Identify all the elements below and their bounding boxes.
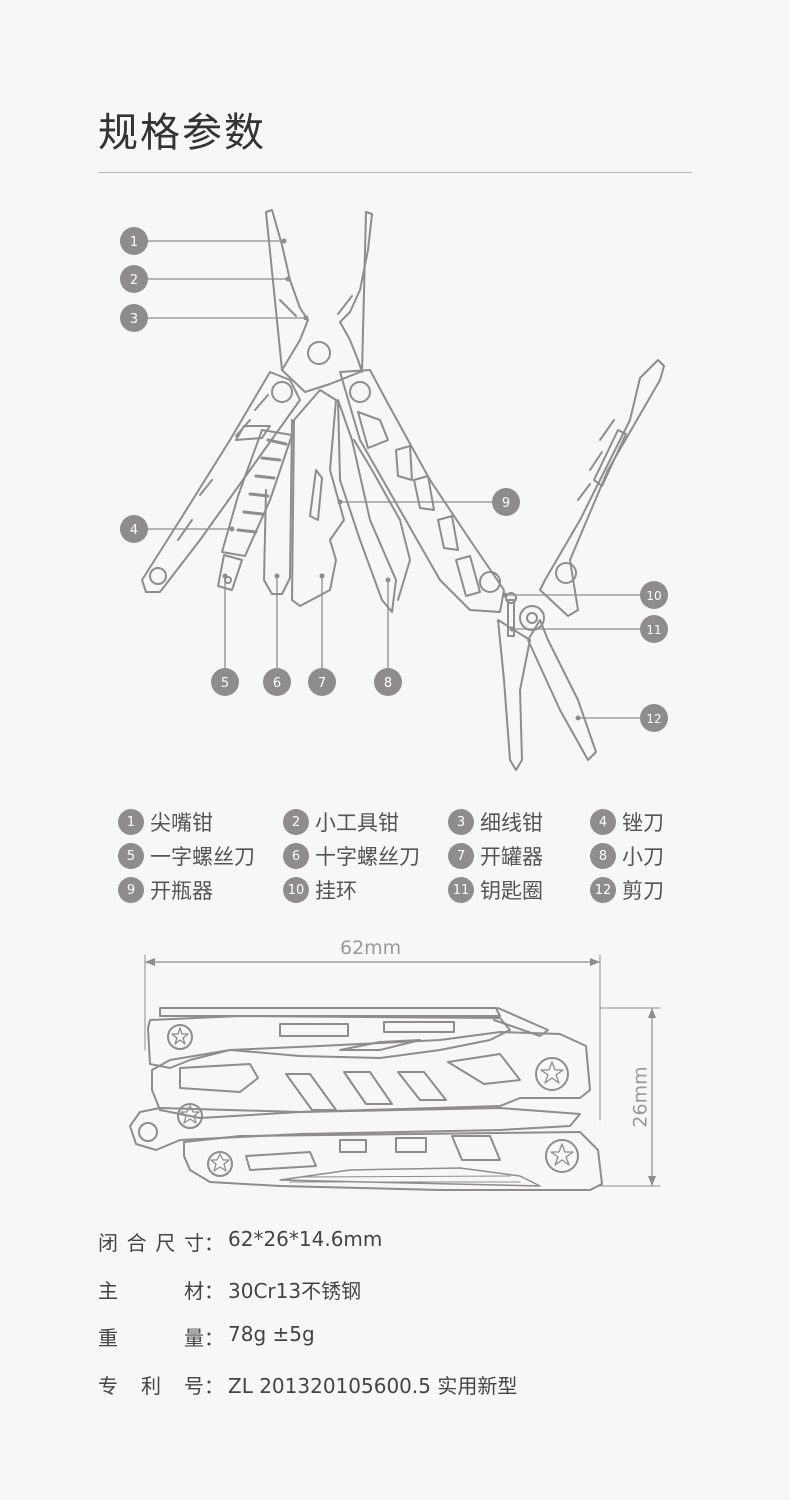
callout-badge: 11 <box>640 615 668 643</box>
title-divider <box>98 172 692 173</box>
spec-key: 闭合尺寸 <box>98 1231 204 1255</box>
spec-value: 30Cr13不锈钢 <box>228 1279 362 1303</box>
spec-key: 专利号 <box>98 1374 204 1398</box>
callout-dots <box>222 238 581 721</box>
svg-text:4: 4 <box>130 523 138 538</box>
callout-badge: 4 <box>120 515 148 543</box>
left-handle-illustration <box>141 371 301 593</box>
svg-text:5: 5 <box>221 676 229 691</box>
height-dimension-label: 26mm <box>629 1066 652 1128</box>
svg-text:7: 7 <box>318 676 326 691</box>
svg-text:11: 11 <box>646 623 661 637</box>
svg-text:9: 9 <box>502 496 510 511</box>
svg-text:10: 10 <box>646 589 661 603</box>
callout-badges: 1 2 3 4 5 6 7 8 9 10 11 12 <box>120 227 668 732</box>
spec-value: 62*26*14.6mm <box>228 1227 383 1251</box>
scissors-illustration <box>497 359 665 771</box>
closed-tool-illustration <box>129 954 661 1191</box>
width-dimension-label: 62mm <box>340 937 402 959</box>
spec-key: 主材 <box>98 1279 204 1303</box>
spec-value: 78g ±5g <box>228 1322 315 1346</box>
pliers-illustration <box>265 209 373 393</box>
callout-badge: 6 <box>263 668 291 696</box>
callout-badge: 5 <box>211 668 239 696</box>
svg-text:1: 1 <box>130 235 138 250</box>
callout-leaders <box>147 240 641 719</box>
svg-text:6: 6 <box>273 676 281 691</box>
callout-badge: 3 <box>120 304 148 332</box>
keyring-illustration <box>505 592 545 637</box>
callout-badge: 2 <box>120 265 148 293</box>
callout-badge: 10 <box>640 581 668 609</box>
spec-row: 专利号：ZL 201320105600.5 实用新型 <box>98 1370 517 1399</box>
svg-text:3: 3 <box>130 312 138 327</box>
spec-value: ZL 201320105600.5 实用新型 <box>228 1374 518 1398</box>
page-title: 规格参数 <box>98 110 266 156</box>
right-handle-illustration <box>339 369 505 613</box>
spec-row: 主材：30Cr13不锈钢 <box>98 1275 361 1304</box>
spec-row: 重量：78g ±5g <box>98 1322 315 1350</box>
callout-badge: 8 <box>374 668 402 696</box>
spec-row: 闭合尺寸：62*26*14.6mm <box>98 1227 383 1255</box>
svg-text:8: 8 <box>384 676 392 691</box>
svg-text:12: 12 <box>646 712 661 726</box>
spec-key: 重量 <box>98 1326 204 1350</box>
callout-badge: 7 <box>308 668 336 696</box>
callout-badge: 9 <box>492 488 520 516</box>
svg-text:2: 2 <box>130 273 138 288</box>
callout-badge: 1 <box>120 227 148 255</box>
callout-badge: 12 <box>640 704 668 732</box>
